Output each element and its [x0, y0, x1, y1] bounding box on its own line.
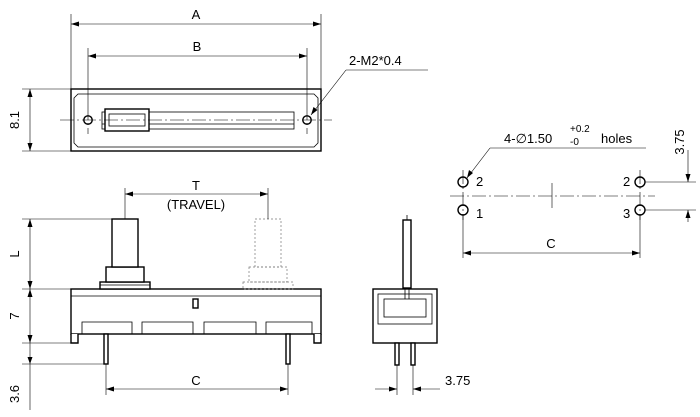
front-view-lever-base [99, 281, 151, 290]
front-view-pin-right [285, 333, 291, 365]
dim-c-label: C [191, 373, 200, 388]
side-view-pin-left [394, 342, 400, 366]
front-view-terminal-block-3 [203, 321, 257, 334]
holes-note-tol-lower: -0 [570, 137, 579, 148]
pcb-pin-label-bottom-left: 1 [476, 206, 483, 221]
dim-t-arrow-right [260, 191, 268, 197]
front-view-lever-end-base [242, 281, 294, 290]
side-view-pin-right [410, 342, 416, 366]
pcb-layout: 2 1 2 3 4-∅1.50 +0.2 -0 holes C 3.75 [450, 124, 696, 258]
holes-note-prefix: 4- [504, 131, 516, 146]
dim-t-note: (TRAVEL) [167, 197, 225, 212]
pcb-hole-top-left [457, 176, 469, 188]
front-view-terminal-block-1 [81, 321, 133, 334]
dim-3-6-label: 3.6 [7, 385, 22, 403]
pcb-pin-label-bottom-right: 3 [623, 206, 630, 221]
dim-a-arrow-right [313, 21, 321, 27]
dim-a-arrow-left [71, 21, 79, 27]
dim-7-label: 7 [7, 312, 22, 319]
front-view-foot-left [70, 334, 79, 344]
mount-note-leader [310, 69, 347, 116]
dim-3-6-arrow-bottom [27, 357, 33, 364]
pcb-pin-label-top-left: 2 [476, 174, 483, 189]
dim-8-1-arrow-bottom [27, 143, 33, 151]
dim-c-arrow-right [280, 386, 288, 392]
dim-8-1-label: 8.1 [7, 111, 22, 129]
dim-l-arrow-bottom [27, 281, 33, 289]
front-view-housing [70, 288, 322, 335]
holes-note-text: 4-∅1.50 [504, 131, 552, 146]
front-view-lever-knob [111, 218, 139, 268]
side-view-lever-rod [402, 219, 412, 289]
holes-note-arrow [467, 170, 473, 178]
diameter-symbol-icon: ∅ [516, 131, 527, 146]
dim-b-label: B [193, 39, 202, 54]
dim-7-arrow-top [27, 289, 33, 297]
dim-side-arrow-right [413, 386, 421, 392]
pcb-dim-row-label: 3.75 [672, 129, 687, 154]
front-view-foot-right [313, 334, 322, 344]
top-view-body-inner-edge [73, 93, 319, 148]
pcb-pin-label-top-right: 2 [623, 174, 630, 189]
dim-l-label: L [7, 250, 22, 257]
front-view: T (TRAVEL) L 7 3.6 C [7, 178, 322, 410]
front-view-lever-end-neck [248, 266, 288, 283]
dim-l-arrow-top [27, 219, 33, 227]
front-view-position-mark [192, 298, 199, 309]
holes-note-diameter: 1.50 [527, 131, 552, 146]
front-view-pin-left [103, 333, 109, 365]
side-view-slider-block [383, 298, 427, 318]
pcb-dim-row-arrow-top [685, 174, 691, 182]
dim-a-label: A [192, 7, 201, 22]
side-view: 3.75 [372, 215, 470, 395]
front-view-lever-end-knob [254, 218, 282, 268]
holes-note-suffix: holes [601, 131, 633, 146]
pcb-dim-row-arrow-bottom [685, 210, 691, 218]
front-view-lever-neck [105, 266, 145, 283]
top-view-slot [101, 111, 295, 130]
mount-note-arrow [311, 107, 318, 115]
dim-7-arrow-bottom [27, 335, 33, 343]
dim-side-label: 3.75 [445, 373, 470, 388]
holes-note-tol-upper: +0.2 [570, 124, 590, 135]
front-view-terminal-block-2 [141, 321, 194, 334]
dim-side-arrow-left [389, 386, 397, 392]
pcb-dim-c-label: C [546, 236, 555, 251]
top-view: A B 2-M2*0.4 8.1 [7, 7, 428, 152]
dim-c-arrow-left [106, 386, 114, 392]
pcb-dim-c-arrow-left [463, 250, 471, 256]
mount-note-label: 2-M2*0.4 [349, 53, 402, 68]
dim-t-arrow-left [125, 191, 133, 197]
dim-t-label: T [192, 178, 200, 193]
dim-b-arrow-right [299, 53, 307, 59]
front-view-terminal-block-4 [265, 321, 313, 334]
pcb-dim-c-arrow-right [632, 250, 640, 256]
dim-8-1-arrow-top [27, 89, 33, 97]
dim-b-arrow-left [88, 53, 96, 59]
